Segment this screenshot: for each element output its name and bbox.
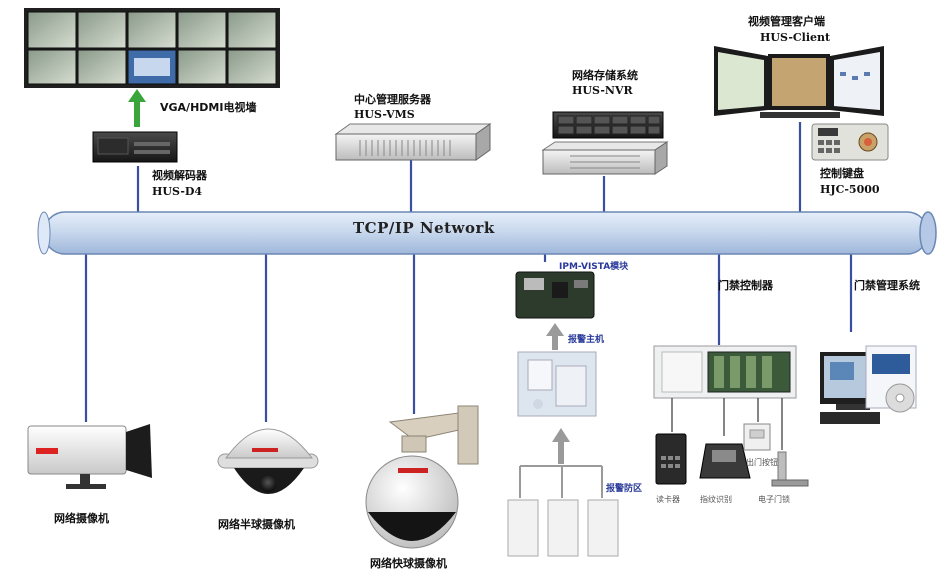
client-name: 视频管理客户端	[748, 15, 825, 28]
box-camera-name: 网络摄像机	[54, 512, 109, 525]
client-monitors	[714, 46, 884, 118]
exit-button-device	[743, 423, 771, 451]
ipm-vista-module-device	[515, 271, 595, 319]
gray-up-arrow-host	[552, 428, 570, 464]
video-wall-label: VGA/HDMI电视墙	[160, 101, 257, 114]
nvr-storage-device	[541, 111, 669, 175]
card-reader-device	[655, 433, 687, 485]
e-lock-name: 电子门锁	[758, 495, 790, 504]
bus-label: TCP/IP Network	[353, 219, 495, 237]
control-keyboard-device	[811, 123, 889, 161]
fingerprint-name: 指纹识别	[700, 495, 732, 504]
client-model: HUS-Client	[760, 31, 831, 44]
ipm-module-name: IPM-VISTA模块	[559, 262, 629, 272]
access-controller-device	[653, 345, 797, 399]
alarm-zone-bracket	[519, 465, 603, 498]
dome-camera-name: 网络半球摄像机	[218, 518, 295, 531]
access-controller-name: 门禁控制器	[718, 279, 773, 292]
dome-camera-device	[217, 428, 319, 494]
access-system-name: 门禁管理系统	[854, 279, 920, 292]
alarm-zone-sensors	[507, 499, 619, 557]
green-up-arrow	[128, 89, 146, 127]
decoder-name: 视频解码器	[152, 169, 207, 182]
access-system-device	[820, 345, 917, 424]
exit-button-name: 出门按钮	[746, 458, 778, 467]
keyboard-name: 控制键盘	[820, 167, 864, 180]
card-reader-name: 读卡器	[656, 495, 680, 504]
ptz-camera-device	[365, 405, 479, 549]
alarm-host-device	[517, 351, 597, 417]
vms-name: 中心管理服务器	[354, 93, 431, 106]
decoder-model: HUS-D4	[152, 185, 203, 198]
access-branch-lines	[671, 398, 783, 450]
storage-name: 网络存储系统	[572, 69, 638, 82]
ptz-camera-name: 网络快球摄像机	[370, 557, 447, 570]
video-wall-image	[24, 8, 280, 88]
alarm-zone-name: 报警防区	[606, 484, 643, 494]
gray-up-arrow-ipm	[546, 323, 564, 350]
fingerprint-device	[699, 443, 751, 479]
keyboard-model: HJC-5000	[820, 183, 880, 196]
box-camera-device	[27, 424, 152, 489]
vms-server-device	[334, 123, 492, 161]
e-lock-device	[771, 451, 809, 487]
decoder-device	[92, 131, 178, 163]
alarm-host-name: 报警主机	[568, 335, 605, 345]
vms-model: HUS-VMS	[354, 108, 415, 121]
storage-model: HUS-NVR	[572, 84, 633, 97]
link-lines	[84, 122, 853, 422]
tcpip-bus	[37, 211, 937, 255]
